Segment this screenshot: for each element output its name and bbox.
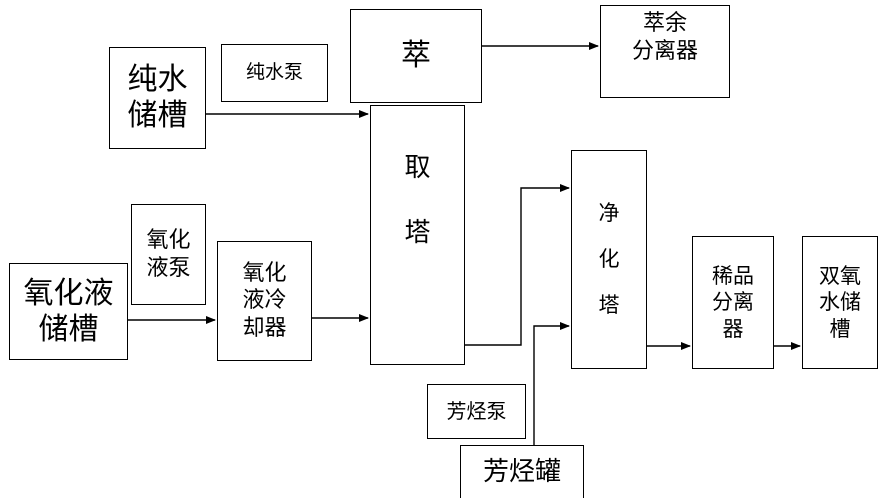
- pure-water-tank-box: 纯水 储槽: [109, 47, 206, 149]
- oxidation-pump-box: 氧化 液泵: [131, 204, 206, 305]
- dilute-separator-box: 稀品 分离 器: [692, 236, 774, 369]
- purification-tower-box: 净 化 塔: [571, 150, 647, 369]
- dilute-separator-label: 稀品 分离 器: [712, 264, 754, 341]
- extraction-tower-label: 取 塔: [404, 153, 431, 248]
- aromatic-pump-label: 芳烃泵: [446, 399, 507, 423]
- raffinate-separator-box: 萃余 分离器: [600, 5, 730, 98]
- purification-tower-label: 净 化 塔: [598, 200, 620, 318]
- aromatic-tank-box: 芳烃罐: [460, 445, 584, 498]
- pure-water-pump-box: 纯水泵: [221, 44, 328, 102]
- pure-water-tank-label: 纯水 储槽: [127, 62, 188, 133]
- oxidation-cooler-label: 氧化 液冷 却器: [242, 260, 287, 341]
- peroxide-tank-box: 双氧 水储 槽: [802, 236, 878, 369]
- aromatic-tank-label: 芳烃罐: [482, 456, 561, 487]
- peroxide-tank-label: 双氧 水储 槽: [819, 264, 861, 341]
- extraction-tower-box: 取 塔: [370, 105, 465, 365]
- extraction-tower-top-label: 萃: [401, 38, 431, 73]
- arrow-aromatic-to-purification: [533, 322, 570, 445]
- oxidation-tank-label: 氧化液 储槽: [23, 275, 114, 347]
- oxidation-pump-label: 氧化 液泵: [146, 228, 191, 281]
- raffinate-separator-label: 萃余 分离器: [631, 11, 698, 64]
- oxidation-cooler-box: 氧化 液冷 却器: [217, 241, 312, 361]
- pure-water-pump-label: 纯水泵: [245, 61, 303, 84]
- aromatic-pump-box: 芳烃泵: [427, 384, 526, 439]
- arrow-tower-to-purification: [465, 184, 570, 346]
- extraction-tower-top-box: 萃: [350, 9, 482, 103]
- oxidation-tank-box: 氧化液 储槽: [9, 263, 128, 360]
